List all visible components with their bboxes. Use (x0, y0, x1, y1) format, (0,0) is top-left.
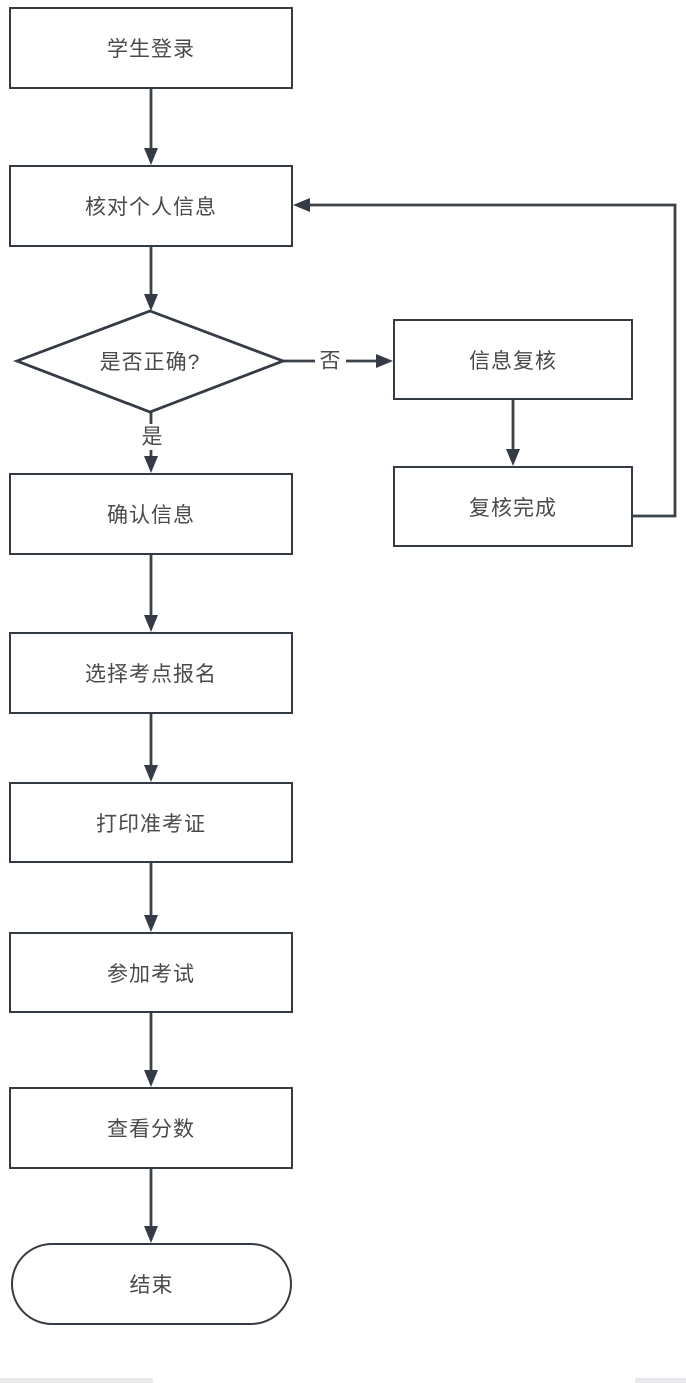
node-select-site: 选择考点报名 (9, 632, 293, 714)
node-confirm-info-label: 确认信息 (107, 504, 195, 527)
node-info-recheck: 信息复核 (393, 319, 633, 400)
node-info-recheck-label: 信息复核 (469, 349, 557, 373)
arrowhead-into-recheckdone (506, 449, 520, 466)
arrowhead-into-decision (144, 294, 158, 311)
arrowhead-into-print (144, 765, 158, 782)
node-take-exam: 参加考试 (9, 932, 293, 1013)
arrowhead-into-recheck (376, 354, 393, 368)
arrowhead-into-selectsite (144, 615, 158, 632)
bottom-right-fragment (635, 1378, 686, 1383)
bottom-left-fragment (0, 1378, 153, 1383)
arrowhead-into-score (144, 1070, 158, 1087)
node-end: 结束 (11, 1243, 292, 1325)
node-take-exam-label: 参加考试 (107, 962, 195, 986)
node-student-login: 学生登录 (9, 7, 293, 89)
arrowhead-into-exam (144, 915, 158, 932)
node-verify-info: 核对个人信息 (9, 165, 293, 247)
node-print-ticket: 打印准考证 (9, 782, 293, 863)
arrowhead-into-verify (144, 148, 158, 165)
node-recheck-done-label: 复核完成 (469, 496, 557, 520)
node-select-site-label: 选择考点报名 (85, 663, 217, 686)
arrowhead-into-end (144, 1226, 158, 1243)
arrowhead-into-confirm (144, 456, 158, 473)
node-verify-info-label: 核对个人信息 (85, 196, 217, 219)
node-view-score: 查看分数 (9, 1087, 293, 1169)
arrowhead-loop-into-verify (293, 198, 310, 212)
node-view-score-label: 查看分数 (107, 1118, 195, 1141)
node-print-ticket-label: 打印准考证 (96, 812, 206, 836)
edge-label-yes: 是 (139, 425, 165, 449)
edge-label-no: 否 (317, 349, 343, 373)
node-decision-is-correct-label: 是否正确? (99, 351, 201, 374)
node-student-login-label: 学生登录 (107, 38, 195, 61)
node-recheck-done: 复核完成 (393, 466, 633, 547)
edge-done-loop-to-verify (309, 203, 677, 518)
node-end-label: 结束 (129, 1274, 174, 1297)
node-confirm-info: 确认信息 (9, 473, 293, 555)
decision-diamond-shape (13, 309, 287, 414)
